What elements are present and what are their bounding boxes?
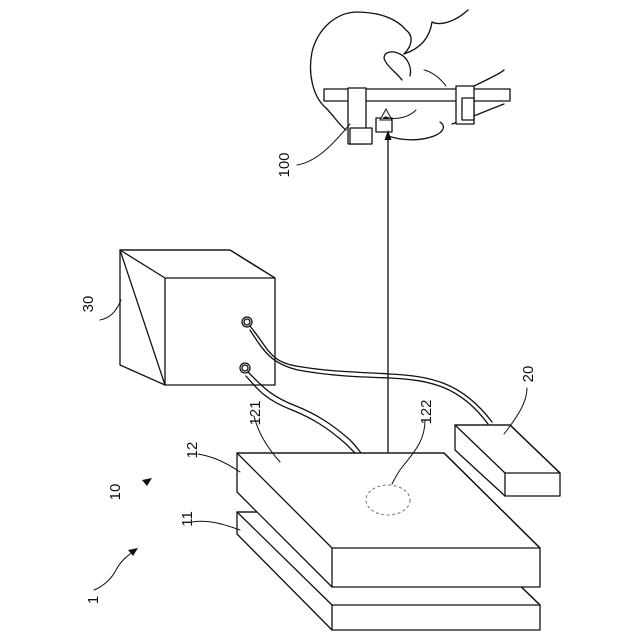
signal-beam	[385, 130, 392, 465]
label-system: 1	[85, 596, 102, 604]
label-surface: 121	[247, 400, 264, 425]
label-target-area: 122	[418, 399, 435, 424]
head-mount-frame	[324, 86, 510, 144]
label-top-layer: 12	[184, 442, 201, 459]
label-bottom-layer: 11	[179, 511, 196, 527]
label-controller: 20	[520, 366, 537, 383]
label-headset: 100	[276, 152, 293, 177]
processor-box	[120, 250, 275, 385]
label-base-unit: 10	[107, 484, 124, 501]
head-illustration	[311, 10, 504, 140]
label-processor: 30	[80, 296, 97, 313]
